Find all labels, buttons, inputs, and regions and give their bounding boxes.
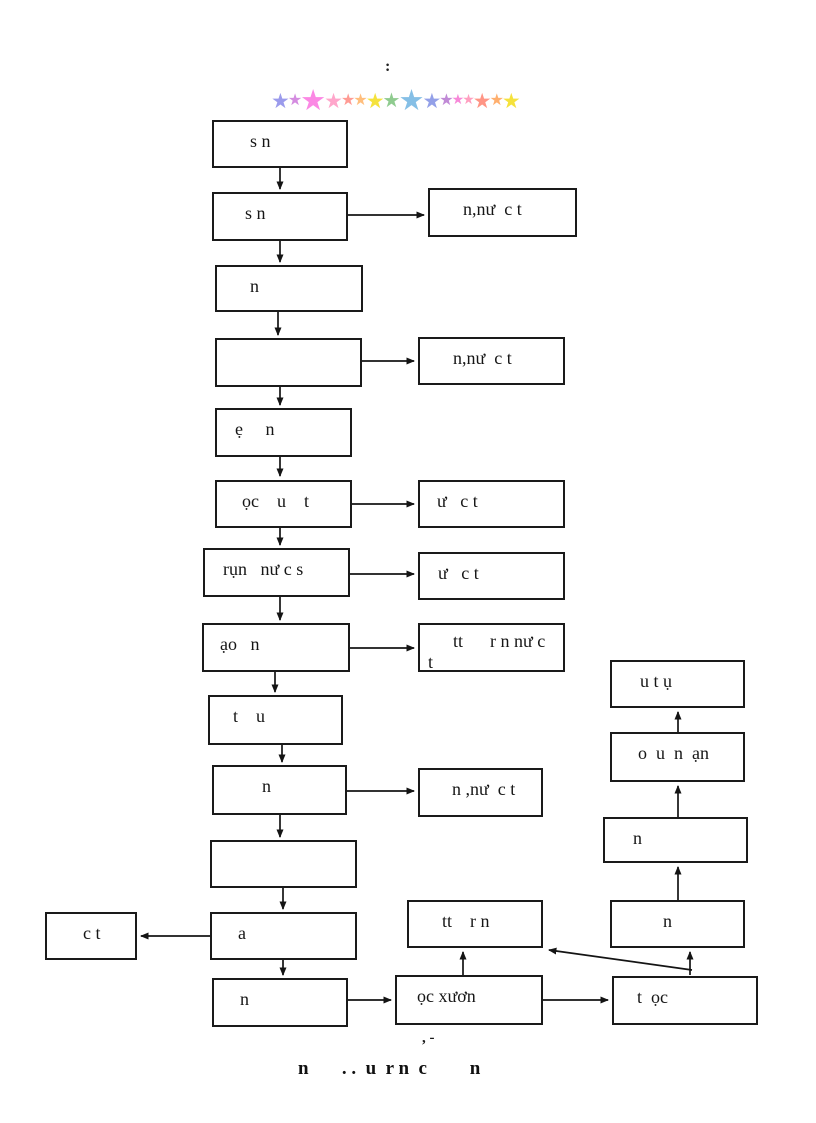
star-icon: ★: [353, 92, 368, 109]
star-icon: ★: [365, 88, 385, 113]
side-note-label-line2: t: [428, 651, 434, 672]
bottom-step-label: t ọc: [637, 987, 668, 1007]
right-step-1: u t ụ: [610, 660, 745, 708]
caption-line-2: n . . u r n c n: [298, 1058, 481, 1079]
flow-step-label: [217, 340, 360, 349]
star-icon: ★: [462, 93, 475, 108]
right-step-label: o u n ạn: [638, 743, 709, 763]
star-icon: ★: [489, 92, 504, 109]
right-step-label: u t ụ: [640, 671, 673, 691]
side-note-1: n,nư c t: [428, 188, 577, 237]
star-icon: ★: [324, 88, 343, 113]
flow-step-5: ẹ n: [215, 408, 352, 457]
side-note-label: ư c t: [438, 563, 479, 583]
mid-note: tt r n: [407, 900, 543, 948]
side-note-2: n,nư c t: [418, 337, 565, 385]
flow-step-4: [215, 338, 362, 387]
left-note-label: c t: [83, 923, 101, 943]
right-step-3: n: [603, 817, 748, 863]
star-icon: ★: [382, 90, 401, 112]
flow-step-6: ọc u t: [215, 480, 352, 528]
flow-step-10: n: [212, 765, 347, 815]
caption-line-1: , -: [422, 1030, 435, 1046]
right-step-2: o u n ạn: [610, 732, 745, 782]
star-icon: ★: [472, 88, 492, 113]
flow-step-7: rụn nư c s: [203, 548, 350, 597]
star-icon: ★: [398, 84, 425, 117]
flow-step-label: s n: [245, 203, 266, 223]
flow-step-label: ọc u t: [242, 491, 309, 511]
star-icon: ★: [422, 88, 442, 113]
side-note-5: tt r n nư c t: [418, 623, 565, 672]
bottom-step-label: ọc xươn: [417, 986, 476, 1006]
flow-step-label: s n: [250, 131, 271, 151]
bottom-step-1: ọc xươn: [395, 975, 543, 1025]
flow-step-label: t u: [233, 706, 266, 726]
side-note-label: n ,nư c t: [452, 779, 516, 799]
side-note-label: n,nư c t: [463, 199, 522, 219]
star-decoration: ★★★★★★★★★★★★★★★★: [271, 79, 602, 123]
side-note-label-line1: tt r n nư c: [453, 631, 546, 651]
side-note-label: ư c t: [437, 491, 478, 511]
left-note: c t: [45, 912, 137, 960]
side-note-3: ư c t: [418, 480, 565, 528]
flow-step-11: [210, 840, 357, 888]
star-icon: ★: [451, 93, 465, 108]
title-mark: :: [385, 58, 391, 75]
side-note-4: ư c t: [418, 552, 565, 600]
star-icon: ★: [341, 92, 356, 109]
star-icon: ★: [501, 88, 521, 113]
flow-step-12: a: [210, 912, 357, 960]
flow-step-label: ẹ n: [235, 419, 275, 439]
flow-step-label: a: [238, 923, 246, 943]
right-step-label: n: [633, 828, 642, 848]
flow-step-label: ạo n: [220, 634, 260, 654]
star-icon: ★: [287, 92, 303, 109]
star-icon: ★: [271, 88, 290, 113]
flow-step-label: n: [240, 989, 249, 1009]
flow-step-2: s n: [212, 192, 348, 241]
mid-note-label: tt r n: [442, 911, 490, 931]
right-step-4: n: [610, 900, 745, 948]
side-note-label: n,nư c t: [453, 348, 512, 368]
flow-step-label: [212, 842, 355, 851]
star-icon: ★: [439, 92, 454, 109]
flow-step-label: n: [262, 776, 271, 796]
side-note-6: n ,nư c t: [418, 768, 543, 817]
flow-step-label: n: [250, 276, 259, 296]
flow-step-8: ạo n: [202, 623, 350, 672]
flow-step-1: s n: [212, 120, 348, 168]
flow-step-label: rụn nư c s: [223, 559, 304, 579]
flow-step-9: t u: [208, 695, 343, 745]
bottom-step-2: t ọc: [612, 976, 758, 1025]
right-step-label: n: [663, 911, 672, 931]
star-icon: ★: [300, 84, 327, 117]
flow-step-13: n: [212, 978, 348, 1027]
flow-step-3: n: [215, 265, 363, 312]
